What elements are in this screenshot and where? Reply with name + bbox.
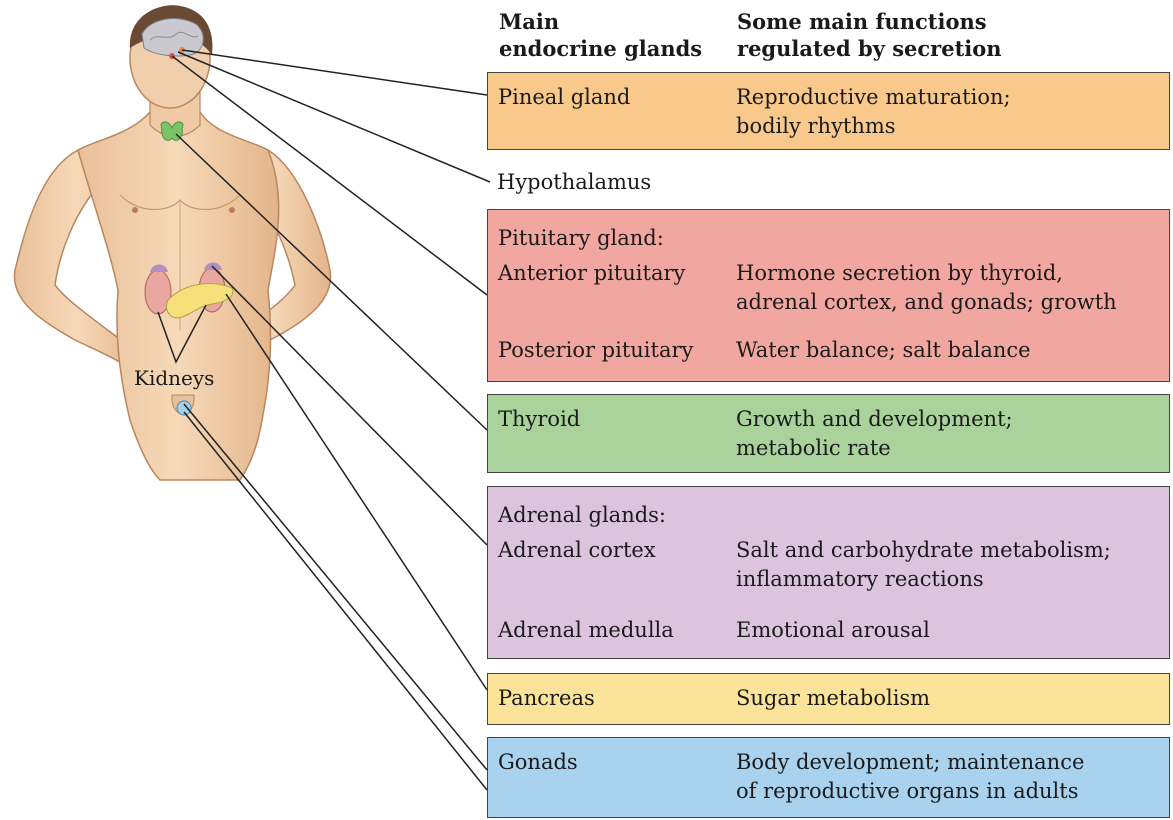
gland-pancreas: Pancreas [498,684,595,713]
pituitary-gland-dot [169,53,175,59]
gland-adrenal-medulla: Adrenal medulla [498,616,674,645]
row-adrenal: Adrenal glands: Adrenal cortex Salt and … [487,486,1170,659]
function-gonads: Body development; maintenance of reprodu… [736,748,1084,806]
brain [142,19,203,56]
gonads-organ [177,401,191,415]
function-adrenal-cortex: Salt and carbohydrate metabolism; inflam… [736,536,1111,594]
gland-posterior-pituitary: Posterior pituitary [498,336,693,365]
function-thyroid: Growth and development; metabolic rate [736,405,1013,463]
function-pineal: Reproductive maturation; bodily rhythms [736,83,1011,141]
label-hypothalamus: Hypothalamus [497,168,651,197]
human-body-illustration [0,0,480,500]
row-thyroid: Thyroid Growth and development; metaboli… [487,394,1170,473]
gland-adrenal-cortex: Adrenal cortex [498,536,656,565]
function-posterior-pituitary: Water balance; salt balance [736,336,1031,365]
function-pancreas: Sugar metabolism [736,684,930,713]
gland-pineal: Pineal gland [498,83,630,112]
gland-gonads: Gonads [498,748,578,777]
gland-anterior-pituitary: Anterior pituitary [498,259,685,288]
pineal-gland-dot [179,47,185,53]
gland-thyroid: Thyroid [498,405,580,434]
column-header-glands: Main endocrine glands [499,8,702,62]
function-anterior-pituitary: Hormone secretion by thyroid, adrenal co… [736,259,1117,317]
row-pituitary: Pituitary gland: Anterior pituitary Horm… [487,209,1170,382]
column-header-functions: Some main functions regulated by secreti… [737,8,1002,62]
kidneys-label: Kidneys [134,366,214,390]
row-pineal: Pineal gland Reproductive maturation; bo… [487,72,1170,150]
row-pancreas: Pancreas Sugar metabolism [487,673,1170,725]
function-adrenal-medulla: Emotional arousal [736,616,930,645]
pituitary-title: Pituitary gland: [498,224,664,253]
row-gonads: Gonads Body development; maintenance of … [487,737,1170,818]
adrenal-title: Adrenal glands: [498,501,666,530]
